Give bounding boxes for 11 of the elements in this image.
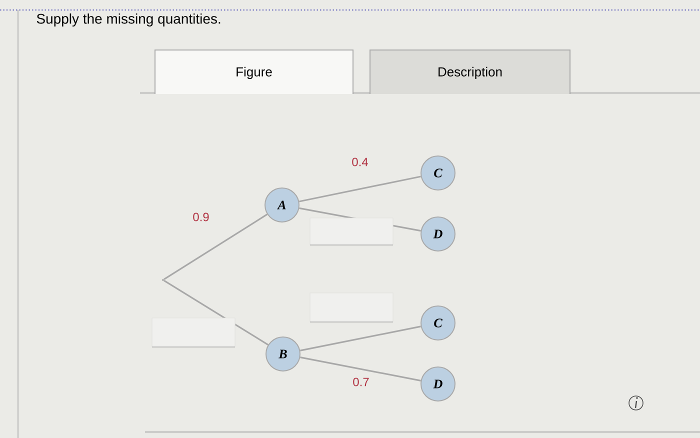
branch-line	[300, 356, 421, 382]
heading: Supply the missing quantities.	[36, 13, 220, 26]
branch-line	[164, 214, 268, 280]
tab: Description	[370, 50, 570, 94]
branch-line	[300, 326, 421, 352]
branch-line	[298, 176, 422, 202]
probability-label: 0.4	[350, 156, 370, 168]
probability-label: 0.9	[192, 212, 210, 222]
branch-line	[164, 280, 269, 346]
selected-tab: Figure	[154, 50, 354, 94]
probability-label: 0.7	[352, 376, 370, 388]
